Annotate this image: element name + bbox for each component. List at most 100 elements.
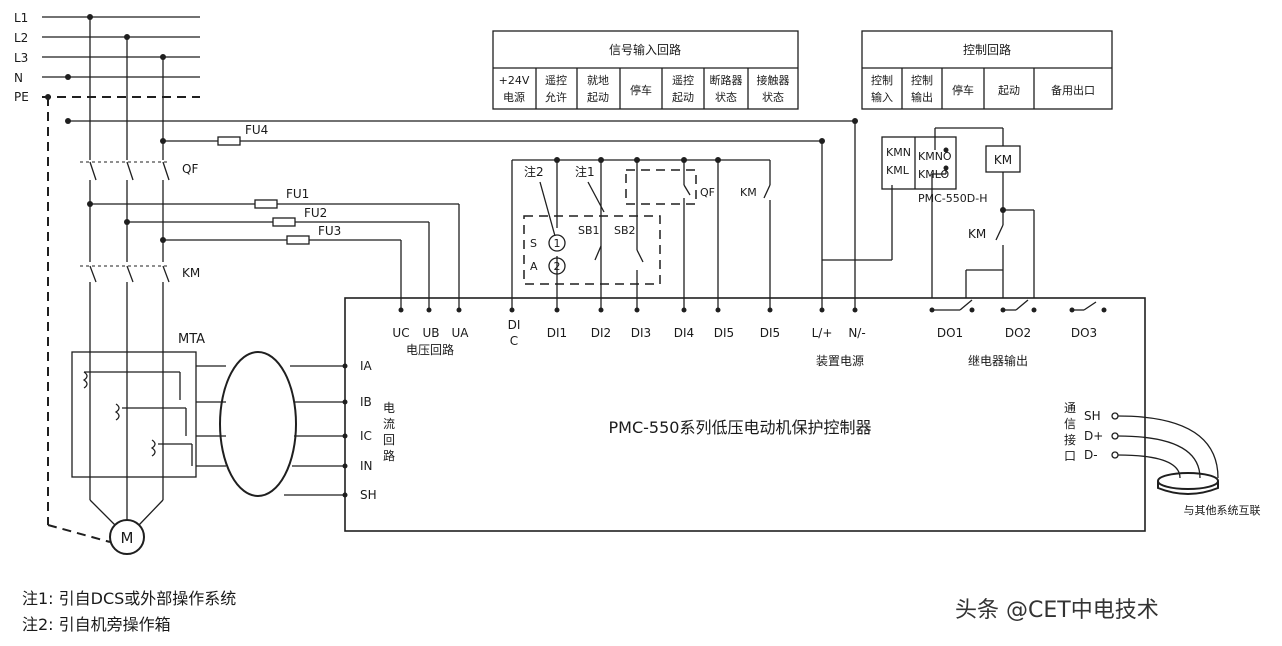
note2-tag: 注2: [524, 164, 544, 179]
voltage-circuit-label: 电压回路: [406, 342, 454, 357]
signal-table-title: 信号输入回路: [609, 42, 681, 57]
sig-cell-7b: 状态: [762, 90, 784, 104]
term-ia: IA: [360, 359, 373, 373]
qf-label: QF: [182, 162, 198, 176]
main-circuit: QF KM M: [45, 14, 200, 555]
note1-tag: 注1: [575, 164, 595, 179]
motor-symbol: [109, 519, 145, 555]
selector-pos-2: [548, 257, 566, 275]
current-label-2: 流: [383, 417, 395, 431]
fu3-label: FU3: [318, 224, 341, 238]
bus-label-l2: L2: [14, 31, 28, 45]
term-di: DI: [508, 318, 521, 332]
ctl-cell-1b: 输入: [871, 90, 893, 104]
sig-cell-4a: 停车: [630, 83, 652, 97]
sig-cell-2b: 允许: [545, 90, 567, 104]
selector-a-label: A: [530, 260, 538, 273]
term-n-minus: N/-: [848, 326, 865, 340]
di-circuit: 注2 注1 1 2 S A SB1 SB2 QF KM: [511, 157, 771, 298]
sig-cell-1a: +24V: [499, 74, 530, 87]
term-ib: IB: [360, 395, 372, 409]
comm-label-3: 接: [1064, 432, 1076, 447]
comm-cable: 与其他系统互联: [1117, 415, 1261, 517]
ctl-cell-3a: 停车: [952, 83, 974, 97]
bus-label-pe: PE: [14, 90, 29, 104]
sb1-label: SB1: [578, 224, 600, 237]
mta-transformer: MTA: [71, 332, 345, 497]
control-table: 控制回路 控制 输入 控制 输出 停车 起动 备用出口: [861, 30, 1113, 110]
term-comm-dplus: D+: [1084, 429, 1103, 443]
comm-label-2: 信: [1064, 417, 1076, 431]
ctl-cell-2a: 控制: [911, 73, 933, 87]
cable-bundle: [219, 351, 297, 497]
mta-label: MTA: [178, 332, 205, 347]
term-comm-sh: SH: [1084, 409, 1101, 423]
power-label: 装置电源: [816, 354, 864, 368]
voltage-circuit: FU4 FU1 FU2 FU3: [65, 118, 858, 298]
sig-cell-3b: 起动: [587, 91, 609, 104]
term-comm-dminus: D-: [1084, 448, 1098, 462]
ctl-cell-5a: 备用出口: [1051, 83, 1095, 97]
note-2: 注2: 引自机旁操作箱: [22, 615, 171, 634]
note-1: 注1: 引自DCS或外部操作系统: [22, 589, 236, 608]
current-label-3: 回: [383, 433, 395, 447]
fuse-fu1: [254, 199, 278, 209]
pmc-550d-h-box: [881, 136, 957, 190]
term-sh: SH: [360, 488, 377, 502]
power-control-circuit: KMN KML KMNO KMLO PMC-550D-H KM KM: [819, 121, 1035, 298]
km-aux-label: KM: [740, 186, 757, 199]
sig-cell-7a: 接触器: [757, 73, 790, 87]
term-uc: UC: [392, 326, 409, 340]
sig-cell-6a: 断路器: [710, 73, 743, 87]
controller-box: UC UB UA 电压回路 DI C DI1 DI2 DI3 DI4 DI5 D…: [342, 297, 1146, 532]
fu2-label: FU2: [304, 206, 327, 220]
control-table-title: 控制回路: [963, 42, 1011, 57]
term-do2: DO2: [1005, 326, 1031, 340]
term-in: IN: [360, 459, 373, 473]
sig-cell-3a: 就地: [587, 73, 609, 87]
selector-2-label: 2: [554, 260, 561, 273]
selector-1-label: 1: [554, 237, 561, 250]
kmno-label: KMNO: [918, 150, 952, 163]
sig-cell-5b: 起动: [672, 91, 694, 104]
sb2-label: SB2: [614, 224, 636, 237]
sig-cell-5a: 遥控: [672, 73, 694, 87]
qf-aux-label: QF: [700, 186, 715, 199]
current-label-1: 电: [383, 401, 395, 415]
sig-cell-1b: 电源: [503, 90, 525, 104]
bus-label-l1: L1: [14, 11, 28, 25]
term-ic: IC: [360, 429, 372, 443]
selector-s-label: S: [530, 237, 537, 250]
sig-cell-2a: 遥控: [545, 73, 567, 87]
kmn-label: KMN: [886, 146, 911, 159]
km-label: KM: [182, 266, 200, 280]
ctl-cell-2b: 输出: [911, 90, 933, 104]
comm-label-4: 口: [1064, 449, 1076, 463]
fuse-fu4: [217, 136, 241, 146]
footnotes: 注1: 引自DCS或外部操作系统 注2: 引自机旁操作箱: [22, 589, 236, 634]
term-di1: DI1: [547, 326, 567, 340]
kml-label: KML: [886, 164, 910, 177]
term-do1: DO1: [937, 326, 963, 340]
fu1-label: FU1: [286, 187, 309, 201]
term-di4: DI4: [674, 326, 694, 340]
term-l-plus: L/+: [812, 326, 833, 340]
km-contact-label: KM: [968, 227, 986, 241]
term-di5: DI5: [714, 326, 734, 340]
fuse-fu3: [286, 235, 310, 245]
fu4-label: FU4: [245, 123, 268, 137]
comm-note: 与其他系统互联: [1184, 504, 1261, 517]
controller-title: PMC-550系列低压电动机保护控制器: [609, 418, 872, 437]
bus-label-n: N: [14, 71, 23, 85]
motor-label: M: [121, 529, 134, 547]
term-ub: UB: [422, 326, 439, 340]
term-di2: DI2: [591, 326, 611, 340]
bus-bars: L1 L2 L3 N PE: [14, 11, 200, 104]
term-di-c: C: [510, 334, 518, 348]
pmc-h-label: PMC-550D-H: [918, 192, 987, 205]
ctl-cell-1a: 控制: [871, 73, 893, 87]
term-di3: DI3: [631, 326, 651, 340]
km-coil-label: KM: [994, 153, 1012, 167]
current-label-4: 路: [383, 448, 395, 463]
